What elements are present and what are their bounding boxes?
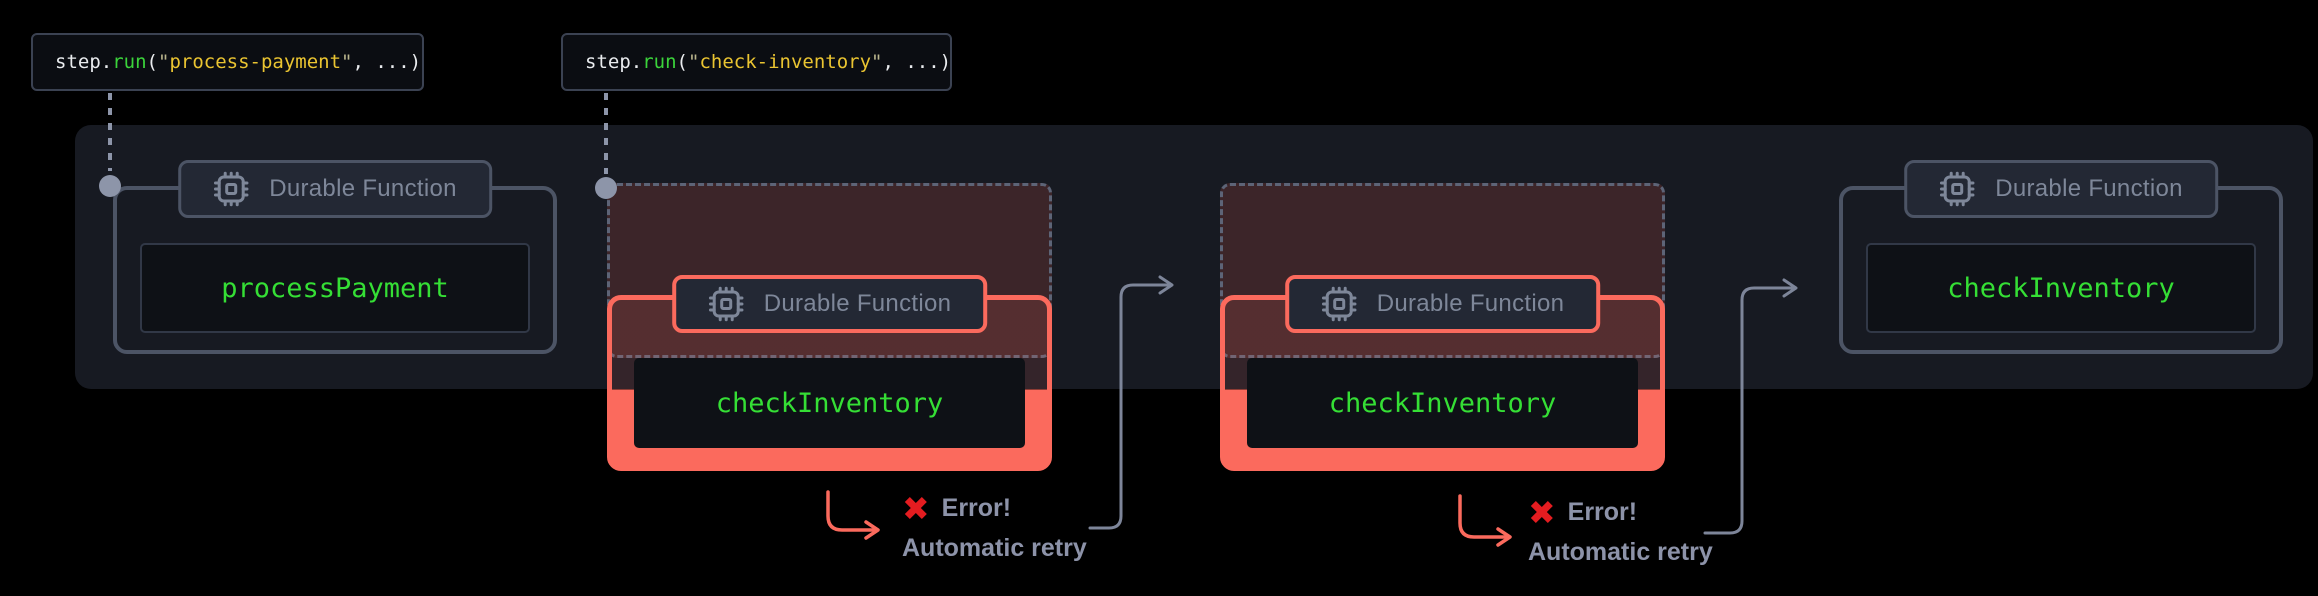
error-note-2: ✖ Error! Automatic retry	[1528, 496, 1713, 567]
durable-function-badge: Durable Function	[1284, 275, 1601, 333]
function-name-box: checkInventory	[1866, 243, 2256, 333]
durable-function-badge: Durable Function	[178, 160, 492, 218]
error-arrow-2	[1458, 494, 1508, 539]
function-name-box: processPayment	[140, 243, 530, 333]
badge-label: Durable Function	[1376, 290, 1565, 317]
cpu-chip-icon	[1321, 286, 1356, 322]
cpu-chip-icon	[213, 171, 249, 207]
function-name: checkInventory	[715, 387, 944, 419]
function-name: checkInventory	[1947, 272, 2175, 304]
durable-function-badge: Durable Function	[671, 275, 988, 333]
x-mark-icon: ✖	[1528, 493, 1556, 532]
function-name: processPayment	[221, 272, 449, 304]
function-name-box: checkInventory	[634, 358, 1025, 448]
function-name-box: checkInventory	[1247, 358, 1638, 448]
error-note-1: ✖ Error! Automatic retry	[902, 492, 1087, 563]
error-arrow-1-head	[864, 520, 880, 540]
code-label-process-payment: step.run("process-payment", ...)	[31, 33, 424, 91]
durable-function-block-check-inventory-attempt-1: Durable Function checkInventory	[607, 183, 1052, 472]
error-subtitle: Automatic retry	[1528, 538, 1713, 566]
code-label-check-inventory: step.run("check-inventory", ...)	[561, 33, 952, 91]
error-title: Error!	[1567, 498, 1638, 526]
x-mark-icon: ✖	[902, 489, 930, 528]
cpu-chip-icon	[1939, 171, 1975, 207]
durable-function-block-process-payment: Durable Function processPayment	[113, 160, 557, 354]
badge-label: Durable Function	[763, 290, 952, 317]
function-name: checkInventory	[1328, 387, 1557, 419]
durable-function-block-check-inventory-attempt-2: Durable Function checkInventory	[1220, 183, 1665, 472]
error-arrow-1	[826, 490, 876, 532]
cpu-chip-icon	[708, 286, 743, 322]
error-title: Error!	[941, 494, 1012, 522]
badge-label: Durable Function	[1995, 175, 2183, 202]
error-arrow-2-head	[1496, 527, 1512, 547]
durable-function-badge: Durable Function	[1904, 160, 2218, 218]
error-subtitle: Automatic retry	[902, 534, 1087, 562]
durable-function-block-check-inventory-success: Durable Function checkInventory	[1839, 160, 2283, 354]
badge-label: Durable Function	[269, 175, 457, 202]
